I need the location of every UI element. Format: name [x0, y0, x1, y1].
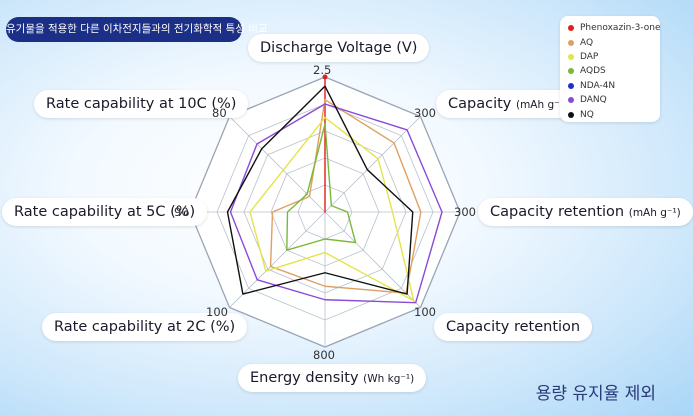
tick-label-rate-5c: 90: [174, 205, 189, 219]
legend-swatch: [568, 111, 574, 118]
legend-swatch: [568, 68, 574, 75]
legend-item: AQ: [568, 35, 660, 49]
axis-label-capacity-retention-mah: Capacity retention (mAh g⁻¹): [478, 198, 693, 226]
legend-item: DAP: [568, 50, 660, 64]
tick-label-capacity: 300: [414, 106, 436, 120]
chart-title: 유기물을 적용한 다른 이차전지들과의 전기화학적 특성 비교: [6, 17, 268, 42]
legend-item: NDA-4N: [568, 79, 660, 93]
legend-swatch: [568, 82, 574, 89]
tick-label-energy-density: 800: [313, 348, 335, 362]
legend-label: DAP: [580, 51, 599, 62]
tick-label-rate-2c: 100: [206, 305, 228, 319]
footer-note: 용량 유지율 제외: [535, 384, 656, 404]
tick-label-voltage: 2.5: [313, 63, 332, 77]
tick-label-rate-10c: 80: [212, 106, 227, 120]
axis-label-rate-2c: Rate capability at 2C (%): [42, 313, 248, 341]
legend-swatch: [568, 97, 574, 104]
series-line: [269, 98, 422, 294]
series-line: [226, 85, 414, 295]
axis-label-capacity: Capacity (mAh g⁻¹): [436, 90, 580, 118]
radar-spoke: [324, 211, 421, 308]
legend-label: DANQ: [580, 95, 607, 106]
data-point: [322, 74, 328, 80]
axis-label-energy-density: Energy density (Wh kg⁻¹): [238, 364, 427, 392]
series-line: [249, 116, 415, 302]
legend-label: AQDS: [580, 66, 606, 77]
legend-label: AQ: [580, 37, 594, 48]
legend-swatch: [568, 25, 574, 32]
legend-label: Phenoxazin-3-one: [580, 23, 661, 34]
radar-spoke: [324, 116, 421, 213]
series-line: [229, 103, 443, 304]
radar-series: [226, 74, 443, 304]
axis-label-rate-10c: Rate capability at 10C (%): [34, 90, 249, 118]
series-line: [286, 123, 357, 251]
tick-label-capacity-retention-mah: 300: [454, 205, 476, 219]
legend-item: Phenoxazin-3-one: [568, 21, 661, 35]
axis-label-discharge-voltage: Discharge Voltage (V): [248, 34, 430, 62]
legend-item: DANQ: [568, 93, 660, 107]
legend: Phenoxazin-3-one AQ DAP AQDS NDA-4N DANQ…: [560, 16, 661, 122]
legend-item: NQ: [568, 107, 660, 121]
radar-chart: [189, 74, 461, 348]
axis-label-rate-5c: Rate capability at 5C (%): [2, 198, 208, 226]
radar-spoke: [229, 211, 326, 308]
legend-item: AQDS: [568, 64, 660, 78]
legend-swatch: [568, 53, 574, 60]
legend-swatch: [568, 39, 574, 46]
axis-label-capacity-retention: Capacity retention: [434, 313, 593, 341]
legend-label: NDA-4N: [580, 80, 616, 91]
legend-label: NQ: [580, 109, 594, 120]
tick-label-capacity-retention: 100: [414, 305, 436, 319]
